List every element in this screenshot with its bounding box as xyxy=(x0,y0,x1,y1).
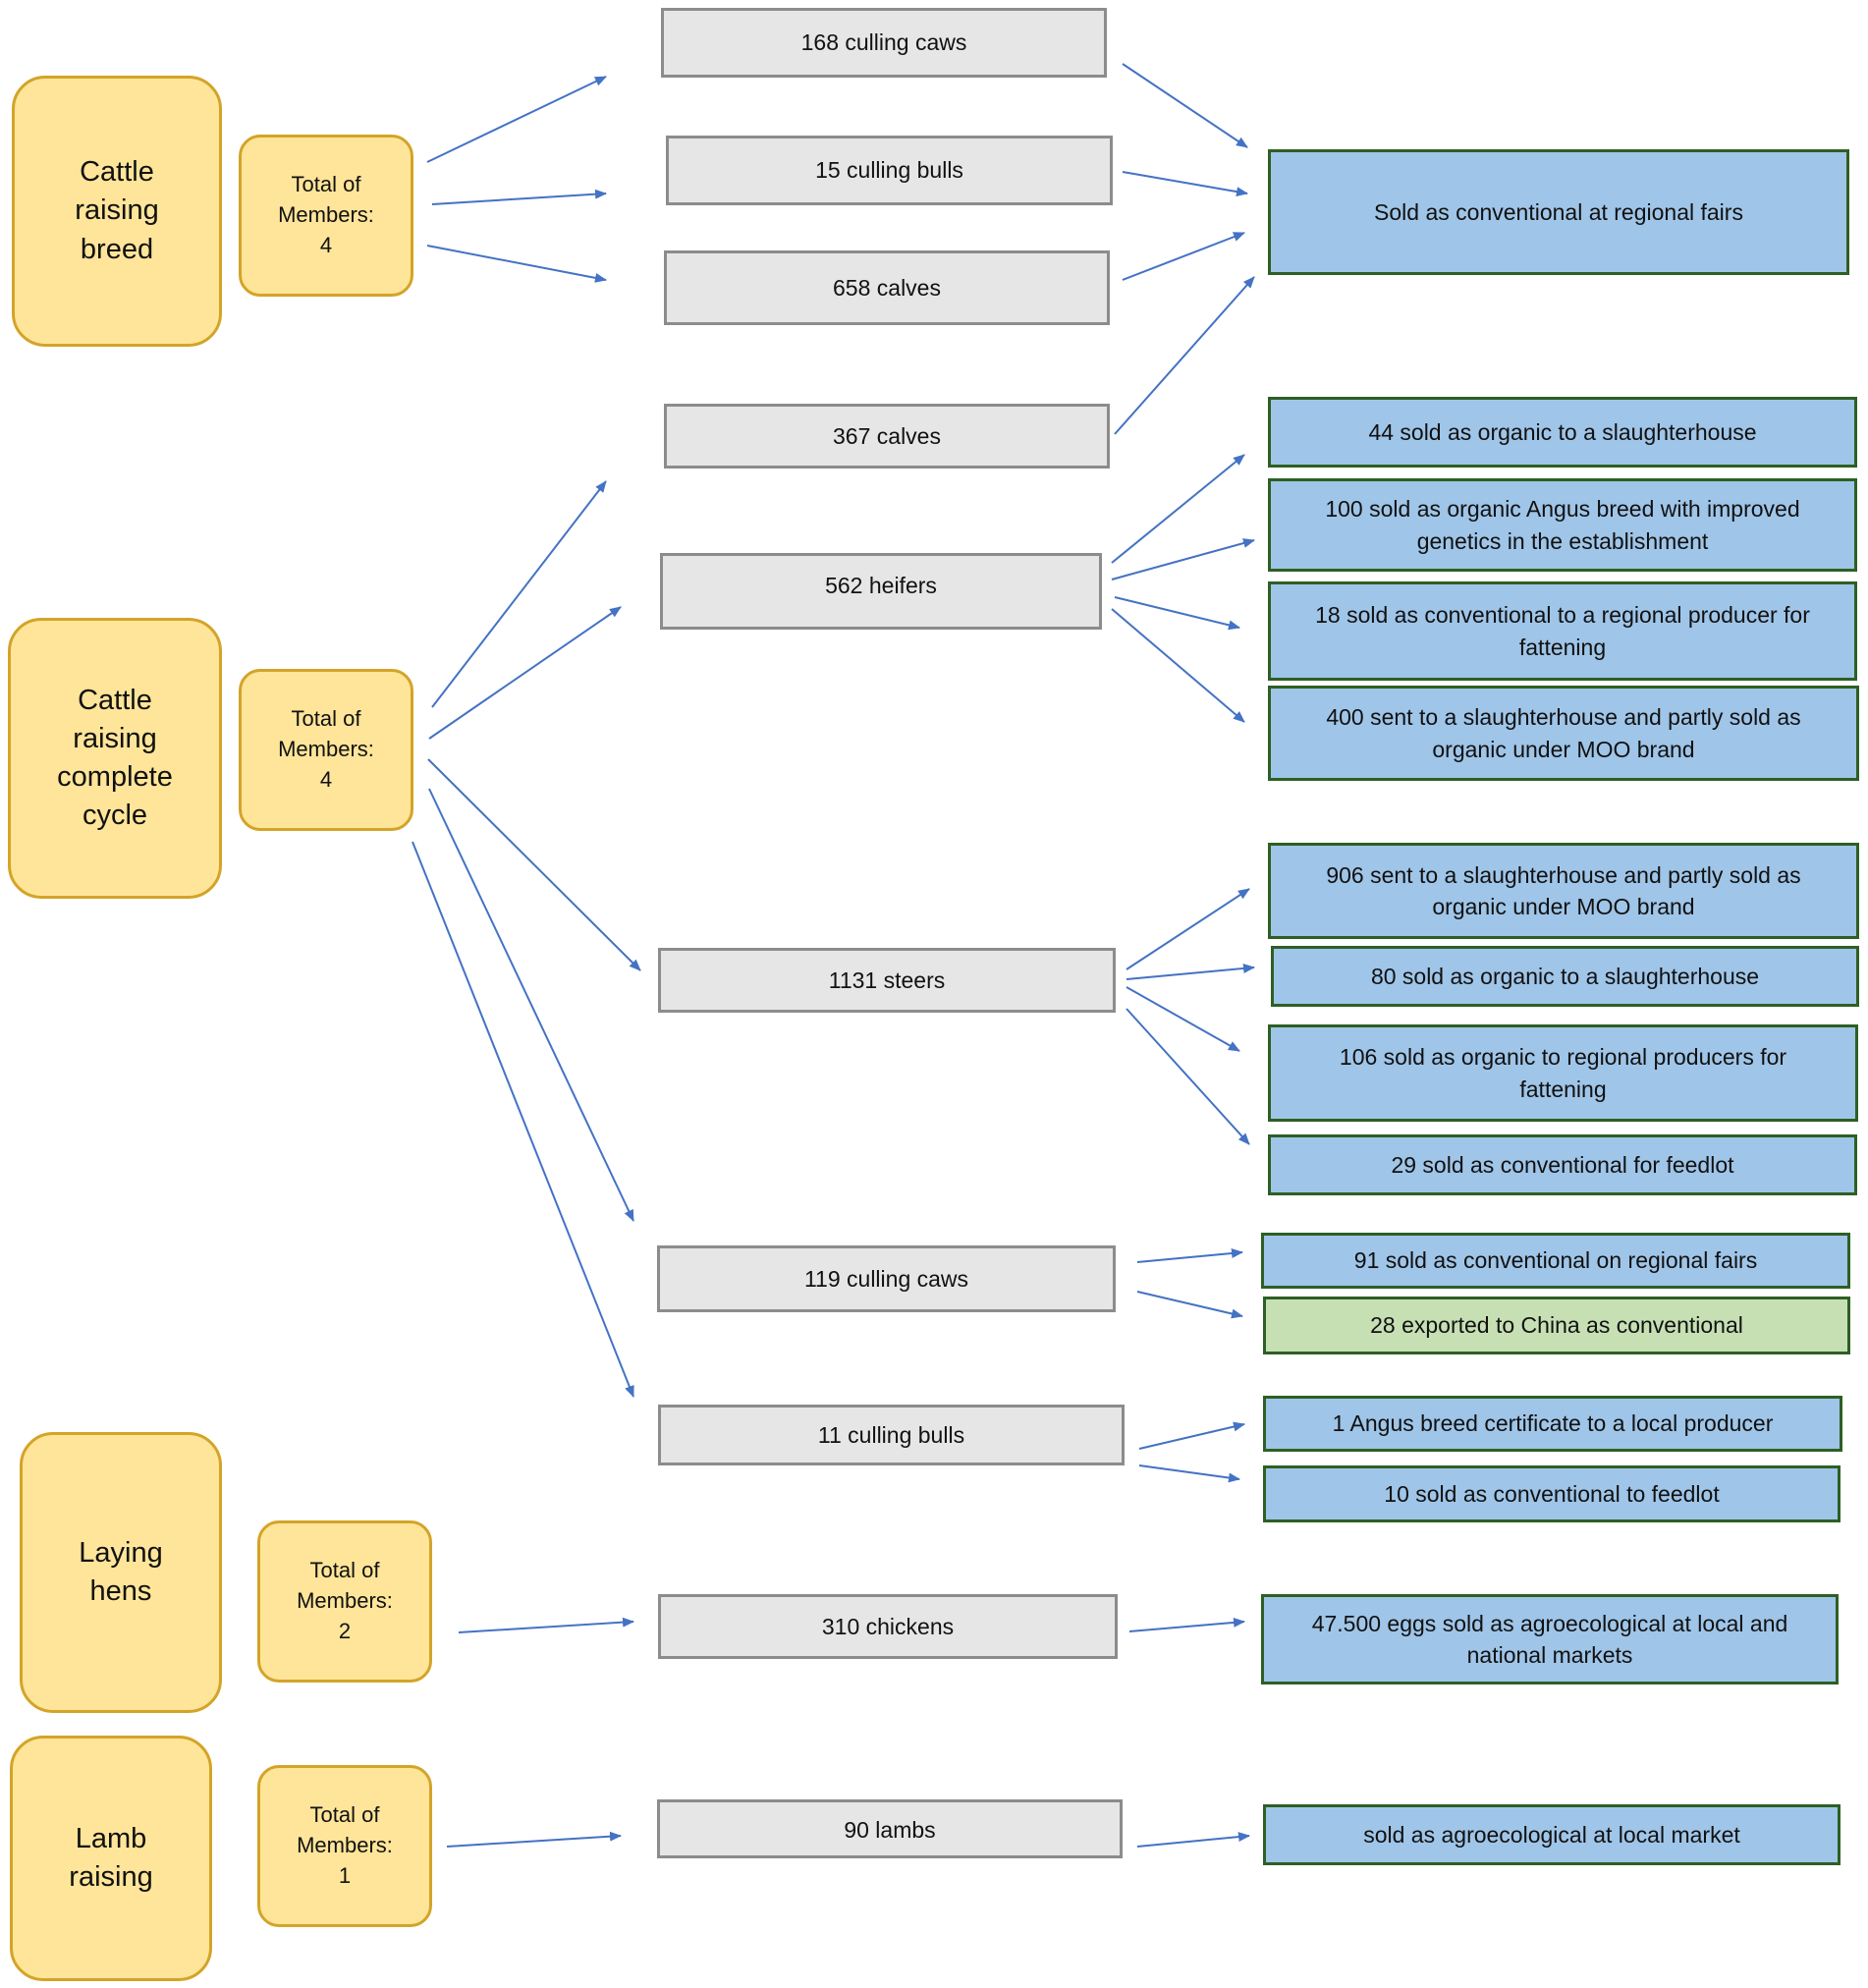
arrow-heifers-to-fattening xyxy=(1114,596,1240,631)
item-culling-bulls-15: 15 culling bulls xyxy=(666,136,1113,205)
item-culling-caws-168: 168 culling caws xyxy=(661,8,1107,78)
category-lamb-raising: Lamb raising xyxy=(10,1736,212,1981)
outcome-lamb-local-market: sold as agroecological at local market xyxy=(1263,1804,1841,1865)
arrow-complete-to-caws xyxy=(428,788,634,1222)
arrow-steers-to-feedlot xyxy=(1126,1008,1250,1145)
members-cattle-breed: Total of Members: 4 xyxy=(239,135,413,297)
outcome-eggs-markets: 47.500 eggs sold as agroecological at lo… xyxy=(1261,1594,1839,1684)
arrow-steers-to-organic xyxy=(1126,964,1255,980)
arrow-calves367-to-fairs xyxy=(1114,276,1255,435)
outcome-heifers-angus: 100 sold as organic Angus breed with imp… xyxy=(1268,478,1857,572)
item-heifers-562: 562 heifers xyxy=(660,553,1102,630)
arrow-heifers-to-angus xyxy=(1111,538,1255,580)
outcome-steers-feedlot: 29 sold as conventional for feedlot xyxy=(1268,1134,1857,1195)
category-cattle-breed: Cattle raising breed xyxy=(12,76,222,347)
outcome-bulls-angus-certificate: 1 Angus breed certificate to a local pro… xyxy=(1263,1396,1842,1452)
arrow-complete-to-heifers xyxy=(428,606,622,740)
arrow-caws119-to-fairs xyxy=(1136,1248,1243,1263)
arrow-heifers-to-organic xyxy=(1111,454,1245,564)
arrow-breed-to-caws xyxy=(426,76,607,163)
outcome-heifers-moo-brand: 400 sent to a slaughterhouse and partly … xyxy=(1268,686,1859,781)
item-steers-1131: 1131 steers xyxy=(658,948,1116,1013)
item-calves-367: 367 calves xyxy=(664,404,1110,469)
outcome-steers-organic-slaughterhouse: 80 sold as organic to a slaughterhouse xyxy=(1271,946,1859,1007)
category-cattle-complete: Cattle raising complete cycle xyxy=(8,618,222,899)
item-chickens-310: 310 chickens xyxy=(658,1594,1118,1659)
outcome-heifers-organic-slaughterhouse: 44 sold as organic to a slaughterhouse xyxy=(1268,397,1857,468)
arrow-lambs-to-market xyxy=(1136,1832,1250,1848)
arrow-chickens-to-eggs xyxy=(1128,1617,1245,1632)
members-laying-hens: Total of Members: 2 xyxy=(257,1520,432,1683)
arrow-steers-to-moo xyxy=(1126,888,1250,970)
item-culling-bulls-11: 11 culling bulls xyxy=(658,1405,1125,1465)
outcome-caws-regional-fairs: 91 sold as conventional on regional fair… xyxy=(1261,1233,1850,1289)
outcome-heifers-fattening: 18 sold as conventional to a regional pr… xyxy=(1268,581,1857,681)
arrow-caws-to-fairs xyxy=(1122,63,1248,148)
arrow-bulls-to-fairs xyxy=(1122,171,1248,197)
item-lambs-90: 90 lambs xyxy=(657,1799,1123,1858)
outcome-caws-export-china: 28 exported to China as conventional xyxy=(1263,1297,1850,1354)
item-culling-caws-119: 119 culling caws xyxy=(657,1245,1116,1312)
outcome-steers-fattening: 106 sold as organic to regional producer… xyxy=(1268,1024,1858,1122)
outcome-bulls-feedlot: 10 sold as conventional to feedlot xyxy=(1263,1465,1841,1522)
arrow-lamb-to-lambs xyxy=(446,1831,622,1848)
arrow-breed-to-calves xyxy=(426,245,607,283)
arrow-hens-to-chickens xyxy=(458,1617,634,1633)
arrow-bulls11-to-angus xyxy=(1138,1421,1245,1450)
arrow-breed-to-bulls xyxy=(431,189,607,205)
members-cattle-complete: Total of Members: 4 xyxy=(239,669,413,831)
outcome-regional-fairs: Sold as conventional at regional fairs xyxy=(1268,149,1849,275)
arrow-calves-to-fairs xyxy=(1122,232,1245,281)
arrow-complete-to-steers xyxy=(427,758,641,971)
arrow-caws119-to-china xyxy=(1136,1291,1243,1319)
outcome-steers-moo-brand: 906 sent to a slaughterhouse and partly … xyxy=(1268,843,1859,939)
members-lamb-raising: Total of Members: 1 xyxy=(257,1765,432,1927)
arrow-heifers-to-moo xyxy=(1111,608,1245,723)
arrow-bulls11-to-feedlot xyxy=(1138,1464,1240,1483)
category-laying-hens: Laying hens xyxy=(20,1432,222,1713)
item-calves-658: 658 calves xyxy=(664,250,1110,325)
arrow-complete-to-calves xyxy=(431,480,607,708)
arrow-complete-to-bulls xyxy=(412,841,634,1398)
arrow-steers-to-fattening xyxy=(1126,986,1240,1052)
